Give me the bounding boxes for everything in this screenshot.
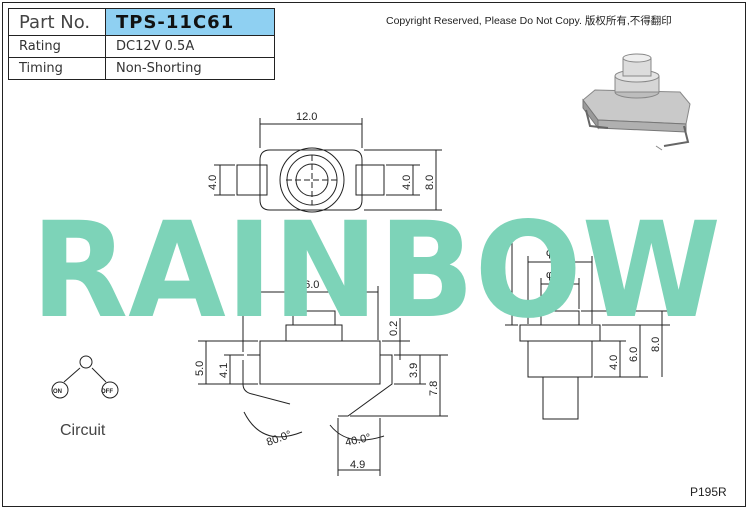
circuit-on-label: ON xyxy=(53,389,62,395)
dim-side-h1: 4.0 xyxy=(608,355,620,370)
dim-front-foot: 4.9 xyxy=(350,459,365,471)
dim-top-right-inner: 4.0 xyxy=(401,175,413,190)
dim-front-h-inner: 4.1 xyxy=(218,363,230,378)
top-view xyxy=(214,118,442,213)
dim-front-width: 16.0 xyxy=(298,279,319,291)
product-code: P195R xyxy=(690,485,727,499)
circuit-off-label: OFF xyxy=(101,389,113,395)
front-view xyxy=(198,286,448,476)
timing-value: Non-Shorting xyxy=(105,57,275,80)
dim-side-d-outer: φ7.0 xyxy=(546,247,568,259)
dim-front-leg-inner: 3.9 xyxy=(408,363,420,378)
dim-side-h3: 8.0 xyxy=(650,337,662,352)
circuit-label: Circuit xyxy=(60,422,106,439)
dim-side-d-inner: φ4.5 xyxy=(546,269,568,281)
spec-table: Part No. TPS-11C61 Rating DC12V 0.5A Tim… xyxy=(8,8,275,80)
dim-angle-left: 80.0° xyxy=(265,429,293,449)
dim-front-gap: 0.2 xyxy=(388,321,400,336)
dim-angle-right: 40.0° xyxy=(344,432,372,449)
spec-row-timing: Timing Non-Shorting xyxy=(8,57,275,80)
copyright-notice: Copyright Reserved, Please Do Not Copy. … xyxy=(386,15,672,27)
dim-side-h2: 6.0 xyxy=(628,347,640,362)
circuit-symbol xyxy=(51,355,119,399)
dim-top-left-h: 4.0 xyxy=(207,175,219,190)
side-view xyxy=(505,236,670,420)
dim-top-right-outer: 8.0 xyxy=(424,175,436,190)
product-photo xyxy=(582,53,691,151)
dim-top-width: 12.0 xyxy=(296,111,317,123)
dim-front-leg-outer: 7.8 xyxy=(428,381,440,396)
rating-label: Rating xyxy=(8,35,106,58)
dim-front-h-outer: 5.0 xyxy=(194,361,206,376)
dim-side-travel: 1.3 Travel xyxy=(489,256,500,300)
